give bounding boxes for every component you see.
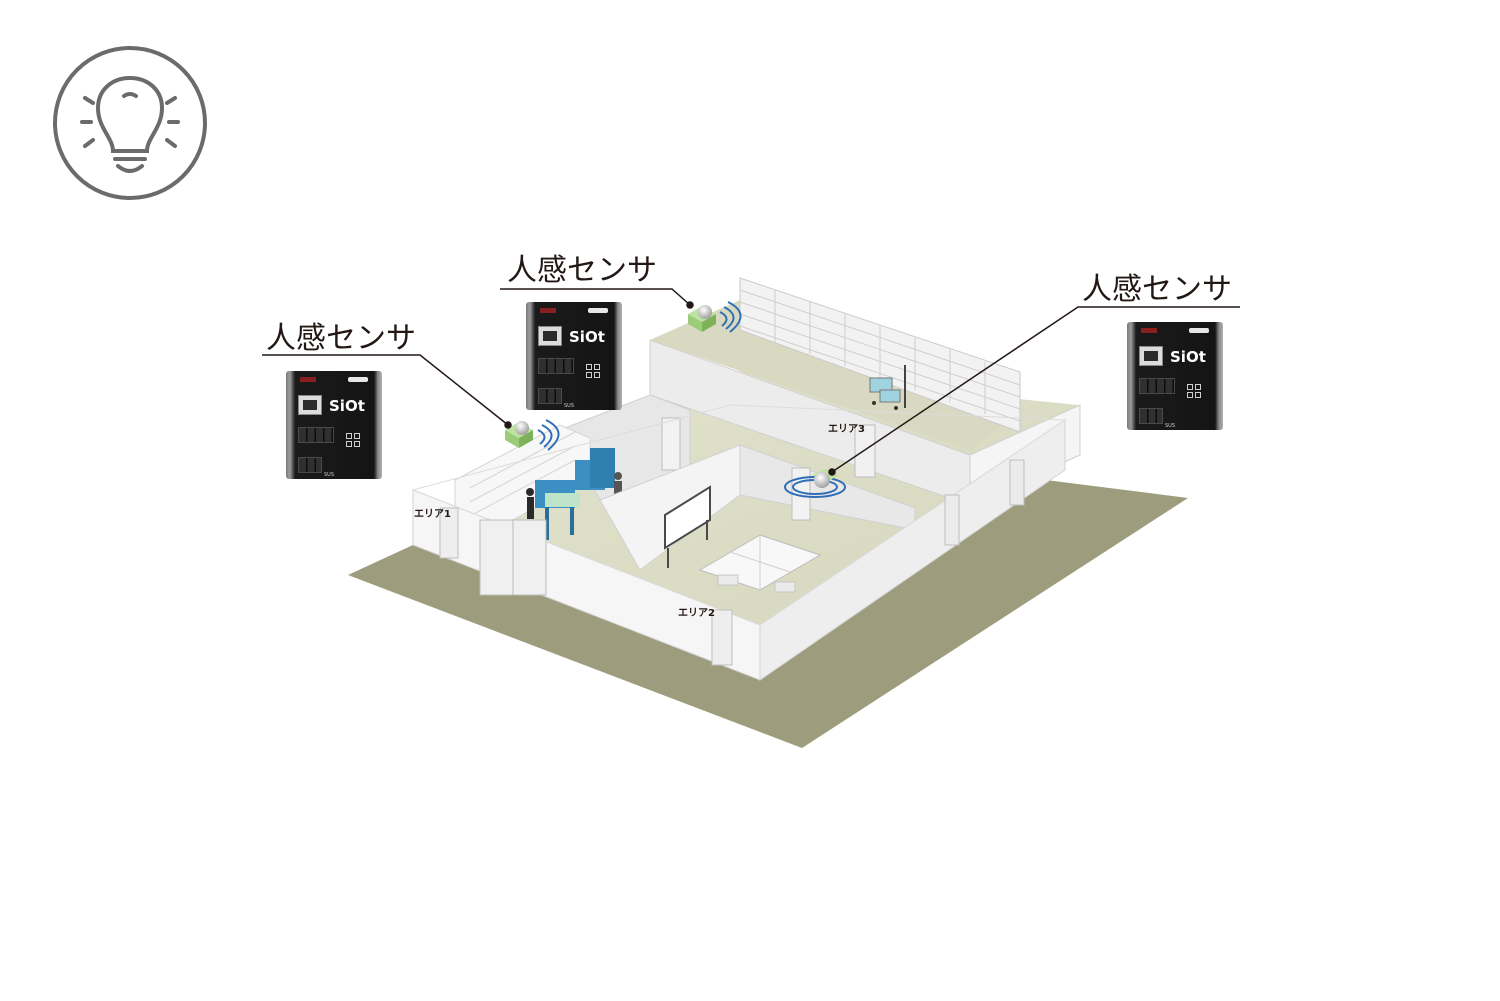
- door-area1-left: [439, 507, 459, 559]
- device-brand-small: SUS: [324, 472, 335, 478]
- area3-label: エリア3: [828, 423, 865, 435]
- device-brand-small: SUS: [564, 403, 575, 409]
- sensor-left: [505, 419, 560, 451]
- racks-area1: [526, 448, 622, 540]
- door-area2-front: [711, 609, 733, 666]
- door-area3: [854, 424, 876, 478]
- wall-top-edge: [411, 404, 1067, 626]
- meeting-table: [698, 534, 822, 593]
- door-area1-back: [661, 417, 681, 471]
- area1-label: エリア1: [414, 508, 451, 520]
- shelf-grid: [739, 289, 1021, 422]
- sensor-label-right: 人感センサ: [1082, 272, 1232, 307]
- device-brand: SiOt: [329, 397, 365, 415]
- whiteboard: [664, 485, 711, 568]
- siot-device-left: SiOt SUS: [286, 371, 382, 479]
- callout-lines: [262, 288, 1240, 476]
- device-brand: SiOt: [569, 328, 605, 346]
- floor-area3: [650, 300, 1020, 450]
- sensor-label-left: 人感センサ: [266, 321, 416, 356]
- light-bulb-icon: [53, 46, 207, 200]
- cart-area3: [869, 365, 906, 410]
- door-right-1: [944, 494, 960, 546]
- siot-device-right: SiOt SUS: [1127, 322, 1223, 430]
- sensor-right: [784, 469, 846, 498]
- device-brand: SiOt: [1170, 348, 1206, 366]
- area2-label: エリア2: [678, 607, 715, 619]
- device-brand-small: SUS: [1165, 423, 1176, 429]
- sensor-label-middle: 人感センサ: [507, 253, 657, 288]
- siot-device-middle: SiOt SUS: [526, 302, 622, 410]
- door-right-2: [1009, 459, 1025, 506]
- sensor-middle: [688, 301, 742, 333]
